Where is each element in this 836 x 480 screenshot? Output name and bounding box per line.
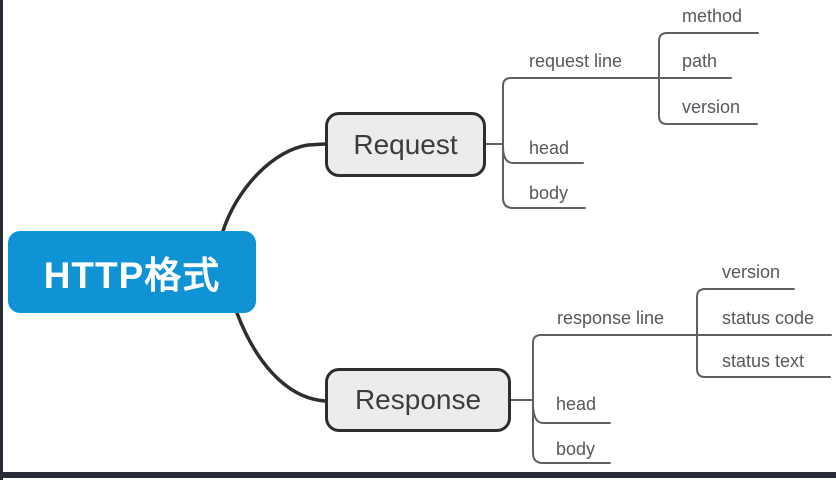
topic-request-version[interactable]: version [682,97,741,117]
topic-request-head[interactable]: head [529,138,570,158]
topic-method[interactable]: method [682,6,743,26]
connector-response-head [532,402,611,424]
root-topic-http-format[interactable]: HTTP格式 [8,231,256,313]
connector-request-trunk-body [502,77,586,209]
connector-response-trunk-body [532,334,611,464]
topic-response-label: Response [354,384,482,415]
topic-request[interactable]: Request [325,112,486,177]
connector-root-to-request [220,142,327,236]
topic-response-version[interactable]: version [722,262,781,282]
topic-request-label: Request [353,128,458,160]
topic-path[interactable]: path [682,51,718,71]
topic-response-head[interactable]: head [556,394,597,414]
root-topic-label: HTTP格式 [43,255,221,296]
topic-request-body[interactable]: body [529,183,569,203]
topic-status-text[interactable]: status text [722,351,805,371]
connector-method-version-fork [658,32,759,125]
window-left-border [0,0,3,480]
topic-status-code[interactable]: status code [722,308,815,328]
connector-request-head [502,145,584,164]
connector-root-to-response [235,311,327,403]
window-bottom-border [0,472,836,478]
topic-response[interactable]: Response [325,368,511,432]
topic-response-body[interactable]: body [556,439,596,459]
topic-request-line[interactable]: request line [529,51,623,71]
topic-response-line[interactable]: response line [557,308,665,328]
connector-version-statustext-fork [696,288,831,378]
